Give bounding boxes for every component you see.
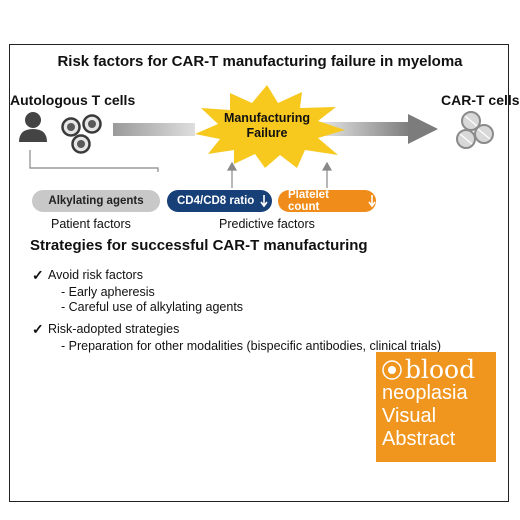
input-flow-bar	[113, 123, 195, 136]
strategy-item: - Careful use of alkylating agents	[61, 300, 244, 314]
blood-drop-icon	[382, 360, 402, 380]
check-icon: ✓	[32, 321, 44, 337]
bracket-line	[29, 150, 159, 172]
predictive-arrows	[226, 161, 333, 188]
blood-neoplasia-logo: blood neoplasia Visual Abstract	[376, 352, 496, 462]
failure-burst	[195, 85, 345, 168]
predictive-factors-label: Predictive factors	[219, 217, 315, 231]
abstract-frame	[9, 44, 509, 502]
strategy-item: - Preparation for other modalities (bisp…	[61, 339, 442, 353]
check-icon: ✓	[32, 267, 44, 283]
car-t-cells-icon	[456, 111, 494, 149]
strategy-item: - Early apheresis	[61, 285, 155, 299]
patient-factors-label: Patient factors	[51, 217, 131, 231]
strategy-group-label: Risk-adopted strategies	[48, 322, 180, 336]
output-label: CAR-T cells	[441, 92, 520, 108]
strategies-heading: Strategies for successful CAR-T manufact…	[30, 237, 368, 254]
platelet-count-pill: Platelet count	[278, 189, 376, 213]
alkylating-agents-pill: Alkylating agents	[32, 190, 160, 212]
down-arrow-icon	[368, 195, 376, 208]
burst-label: Manufacturing Failure	[223, 111, 311, 140]
output-arrow	[318, 114, 438, 144]
input-label: Autologous T cells	[10, 92, 136, 108]
down-arrow-icon	[260, 195, 268, 208]
person-icon	[19, 112, 47, 142]
strategy-group-label: Avoid risk factors	[48, 268, 143, 282]
page-title: Risk factors for CAR-T manufacturing fai…	[57, 53, 463, 70]
cd4-cd8-ratio-pill: CD4/CD8 ratio	[167, 190, 272, 212]
